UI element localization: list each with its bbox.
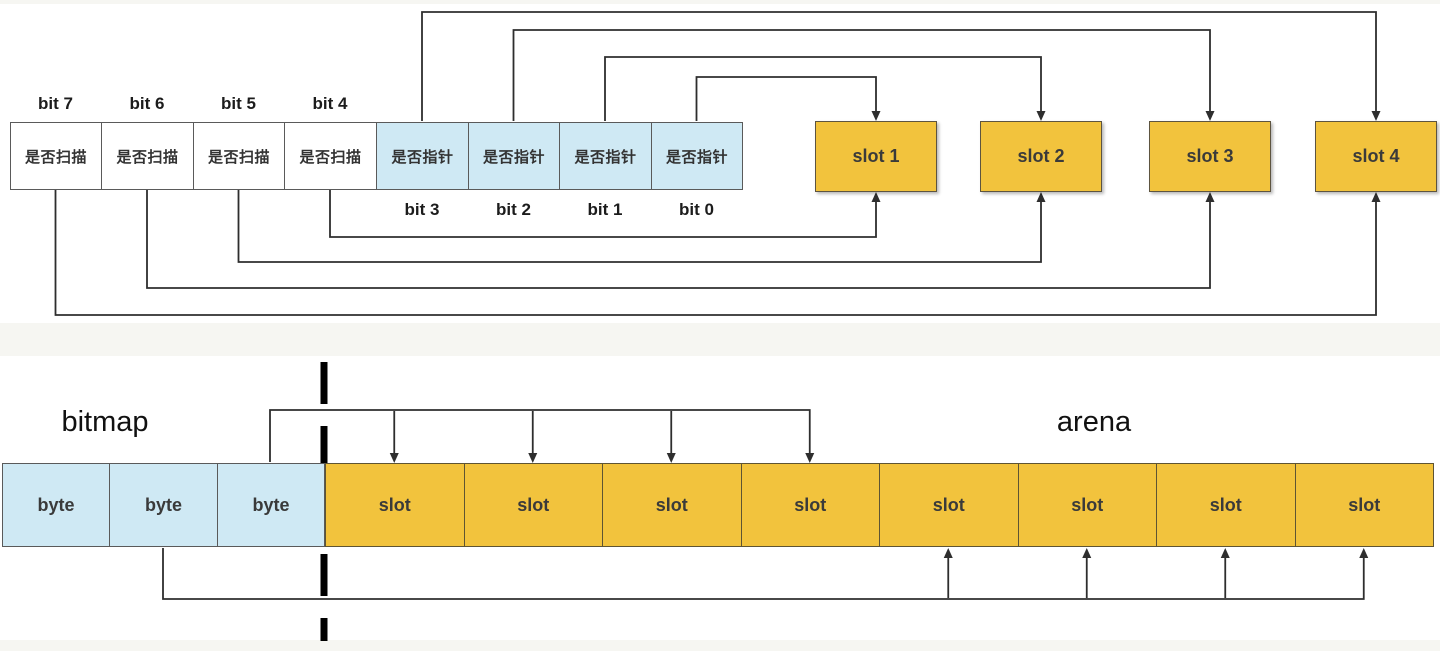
scan-bit4-text: 是否扫描	[299, 148, 362, 166]
slot1-box: slot 1	[815, 121, 937, 192]
pointer-bit2-cell: 是否指针	[468, 122, 560, 190]
slot3-text: slot 3	[1186, 146, 1234, 166]
arena-slot1-cell: slot	[325, 463, 465, 547]
slot1-text: slot 1	[852, 146, 900, 166]
arrow-bit0-to-slot1	[695, 76, 877, 121]
scan-bit7-cell: 是否扫描	[10, 122, 102, 190]
arrowhead-byte3-to-arena-slot4	[805, 453, 815, 463]
arrowhead-bit3-to-slot4	[1371, 111, 1381, 121]
bit7-label: bit 7	[38, 94, 73, 113]
slot4-box: slot 4	[1315, 121, 1437, 192]
arrowhead-byte2-to-arena-slot6	[1082, 548, 1092, 558]
scan-bit6-cell: 是否扫描	[101, 122, 194, 190]
arena-slot3-text: slot	[655, 494, 688, 515]
arrowhead-byte3-to-arena-slot2	[528, 453, 538, 463]
slot2-box: slot 2	[980, 121, 1102, 192]
arena-slot7-text: slot	[1209, 494, 1242, 515]
slot3-box: slot 3	[1149, 121, 1271, 192]
arrowhead-bit0-to-slot1	[871, 111, 881, 121]
bitmap-byte1-cell: byte	[2, 463, 110, 547]
top-page-band	[0, 0, 1440, 4]
arena-slot5-cell: slot	[879, 463, 1019, 547]
pointer-bit3-text: 是否指针	[391, 148, 454, 166]
arrow-bit1-to-slot2	[604, 56, 1042, 121]
bit6-label: bit 6	[129, 94, 165, 113]
arena-slot1-text: slot	[378, 494, 411, 515]
arrow-byte2-to-arena-slot8	[162, 548, 1365, 600]
slot2-text: slot 2	[1017, 146, 1065, 166]
scan-bit4-cell: 是否扫描	[284, 122, 377, 190]
scan-bit6-text: 是否扫描	[116, 148, 179, 166]
bitmap-byte3-text: byte	[252, 494, 290, 515]
middle-page-band	[0, 323, 1440, 356]
bitmap-byte1-text: byte	[37, 494, 75, 515]
bit0-label: bit 0	[679, 200, 714, 219]
arena-slot6-text: slot	[1071, 494, 1104, 515]
arrowhead-bit6-to-slot3	[1205, 192, 1215, 202]
pointer-bit3-cell: 是否指针	[376, 122, 469, 190]
arena-section-label: arena	[1056, 406, 1132, 438]
arrowhead-bit1-to-slot2	[1036, 111, 1046, 121]
bit1-label: bit 1	[587, 200, 623, 219]
pointer-bit0-text: 是否指针	[665, 148, 728, 166]
arena-slot2-text: slot	[517, 494, 550, 515]
arrowhead-bit2-to-slot3	[1205, 111, 1215, 121]
arrow-bit2-to-slot3	[512, 29, 1211, 121]
pointer-bit1-cell: 是否指针	[559, 122, 652, 190]
pointer-bit1-text: 是否指针	[574, 148, 637, 166]
bitmap-byte2-cell: byte	[109, 463, 218, 547]
arrowhead-byte3-to-arena-slot3	[666, 453, 676, 463]
arrowhead-byte2-to-arena-slot7	[1220, 548, 1230, 558]
arrowhead-bit4-to-slot1	[871, 192, 881, 202]
bitmap-byte3-cell: byte	[217, 463, 325, 547]
arena-slot8-cell: slot	[1294, 463, 1434, 547]
arena-slot3-cell: slot	[602, 463, 742, 547]
slot4-text: slot 4	[1352, 146, 1400, 166]
arrowhead-bit5-to-slot2	[1036, 192, 1046, 202]
arrowhead-byte3-to-arena-slot1	[389, 453, 399, 463]
bit2-label: bit 2	[496, 200, 531, 219]
arena-slot5-text: slot	[932, 494, 965, 515]
arena-slot2-cell: slot	[463, 463, 603, 547]
arena-slot8-text: slot	[1348, 494, 1381, 515]
scan-bit5-text: 是否扫描	[207, 148, 270, 166]
bit4-label: bit 4	[312, 94, 348, 113]
arrow-byte3-to-arena-slot4	[269, 409, 811, 462]
scan-bit7-text: 是否扫描	[24, 148, 87, 166]
arrowhead-bit7-to-slot4	[1371, 192, 1381, 202]
scan-bit5-cell: 是否扫描	[193, 122, 285, 190]
arena-slot6-cell: slot	[1017, 463, 1157, 547]
bit5-label: bit 5	[221, 94, 256, 113]
bitmap-byte2-text: byte	[144, 494, 182, 515]
arena-slot4-cell: slot	[740, 463, 880, 547]
pointer-bit2-text: 是否指针	[482, 148, 545, 166]
arrowhead-byte2-to-arena-slot5	[943, 548, 953, 558]
bit3-label: bit 3	[404, 200, 440, 219]
pointer-bit0-cell: 是否指针	[651, 122, 743, 190]
arrowhead-byte2-to-arena-slot8	[1359, 548, 1369, 558]
bitmap-section-label: bitmap	[61, 406, 149, 438]
arena-slot4-text: slot	[794, 494, 827, 515]
arena-slot7-cell: slot	[1156, 463, 1296, 547]
arrow-bit3-to-slot4	[421, 11, 1377, 121]
bottom-page-band	[0, 640, 1440, 651]
